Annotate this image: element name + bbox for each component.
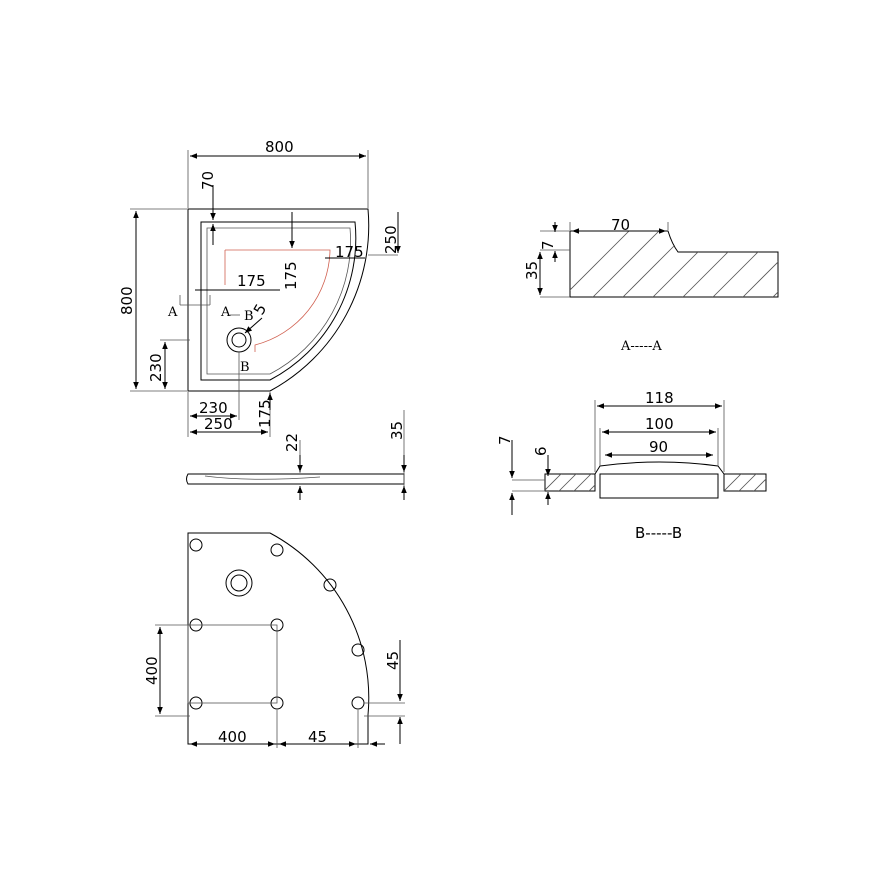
dim-aa-35: 35 (523, 261, 541, 280)
section-aa: 70 7 35 A-----A (523, 216, 779, 354)
section-bb-right-slab (723, 473, 767, 492)
tray-basin-inner (206, 227, 351, 375)
dim-aa-70: 70 (611, 216, 630, 234)
section-bb-left-slab (544, 473, 596, 492)
tray-bottom-outline (187, 532, 370, 745)
dim-230-vertical: 230 (147, 353, 165, 382)
dim-400-vertical: 400 (143, 656, 161, 685)
reference-arc (225, 249, 331, 352)
section-a-left: A (167, 305, 178, 320)
section-bb-drain-body (599, 473, 719, 499)
dim-250-horizontal: 250 (204, 415, 233, 433)
dim-rim-70: 70 (199, 171, 217, 190)
dim-230-horizontal: 230 (199, 399, 228, 417)
dim-175-horizontal: 175 (237, 272, 266, 290)
section-b-top: B (244, 309, 254, 324)
bottom-view: 400 400 45 45 (143, 532, 405, 748)
dim-bb-7: 7 (496, 435, 514, 445)
drain-inner (231, 332, 247, 348)
dim-22: 22 (283, 433, 301, 452)
section-aa-label: A-----A (620, 339, 662, 354)
tray-side-profile (186, 473, 405, 485)
dim-175-bottom: 175 (256, 399, 274, 428)
dim-aa-7: 7 (539, 240, 557, 250)
section-aa-profile (569, 230, 779, 298)
dim-bb-118: 118 (645, 389, 674, 407)
bottom-drain-outer (225, 569, 253, 597)
bottom-drain-inner (230, 574, 248, 592)
dim-45-vertical: 45 (384, 651, 402, 670)
dim-height: 800 (118, 286, 136, 315)
dim-45-horizontal: 45 (308, 728, 327, 746)
section-bb-label: B-----B (635, 524, 682, 542)
dim-width: 800 (265, 138, 294, 156)
dim-radius-250: 250 (382, 225, 400, 254)
dim-175-top: 175 (335, 243, 364, 261)
section-b-bottom: B (240, 360, 250, 375)
plan-view: 800 800 70 250 175 175 175 A A B B (118, 138, 401, 437)
dim-400-horizontal: 400 (218, 728, 247, 746)
section-a-right: A (220, 305, 231, 320)
drain-outer (226, 327, 252, 353)
dim-bb-6: 6 (532, 446, 550, 456)
dim-bb-100: 100 (645, 415, 674, 433)
dim-bb-90: 90 (649, 438, 668, 456)
dim-35: 35 (388, 421, 406, 440)
dim-175-vertical: 175 (282, 261, 300, 290)
side-view: 22 35 (186, 410, 407, 500)
tray-outline (187, 208, 370, 392)
tray-basin-outer (200, 221, 357, 381)
section-bb: 118 100 90 7 6 B-----B (496, 389, 767, 542)
